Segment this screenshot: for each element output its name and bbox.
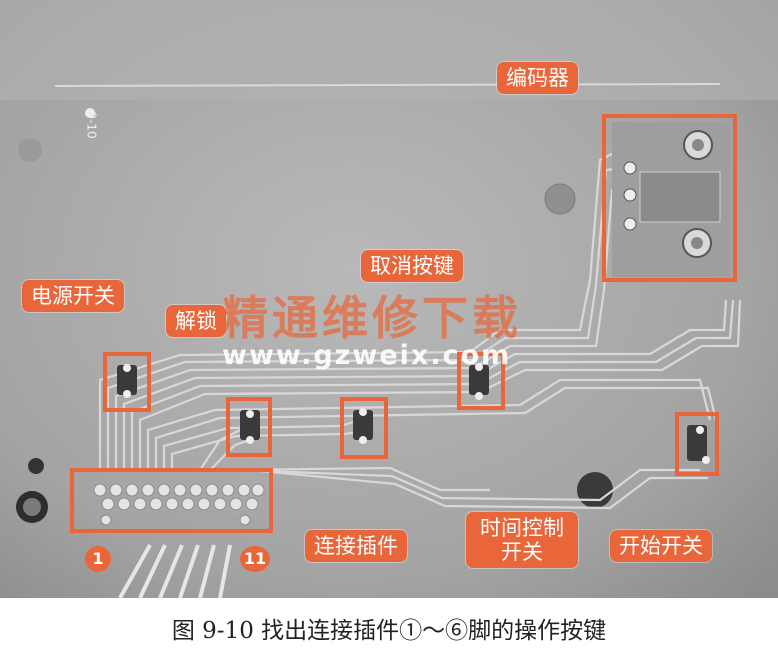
encoder-frame (602, 114, 737, 282)
pin-11-badge: 11 (240, 546, 270, 572)
ribbon-wires (118, 544, 232, 598)
encoder-label: 编码器 (497, 62, 578, 95)
timer-switch-label: 时间控制开关 (466, 512, 578, 569)
pcb-photo (0, 0, 778, 598)
board-marking: 9-10 (84, 111, 99, 139)
unlock-label: 解锁 (166, 305, 226, 338)
figure-caption: 图 9-10 找出连接插件①～⑥脚的操作按键 (171, 618, 607, 644)
watermark-url: www.gzweix.com (222, 340, 512, 371)
cancel-key-label: 取消按键 (361, 250, 463, 283)
unlock-frame (226, 397, 272, 457)
encoder-component (612, 122, 730, 277)
connector-pins (93, 483, 265, 526)
start-switch-label: 开始开关 (610, 530, 712, 563)
switch-pads (117, 363, 710, 464)
watermark-cn: 精通维修下载 (222, 291, 522, 345)
power-switch-frame (103, 352, 151, 412)
power-switch-label: 电源开关 (22, 280, 124, 313)
connector-label: 连接插件 (305, 530, 407, 563)
connector-frame (70, 468, 273, 533)
timer-switch-frame (340, 397, 388, 459)
cancel-key-frame (457, 352, 505, 410)
pin-1-badge: 1 (85, 546, 111, 572)
start-switch-frame (675, 412, 719, 476)
